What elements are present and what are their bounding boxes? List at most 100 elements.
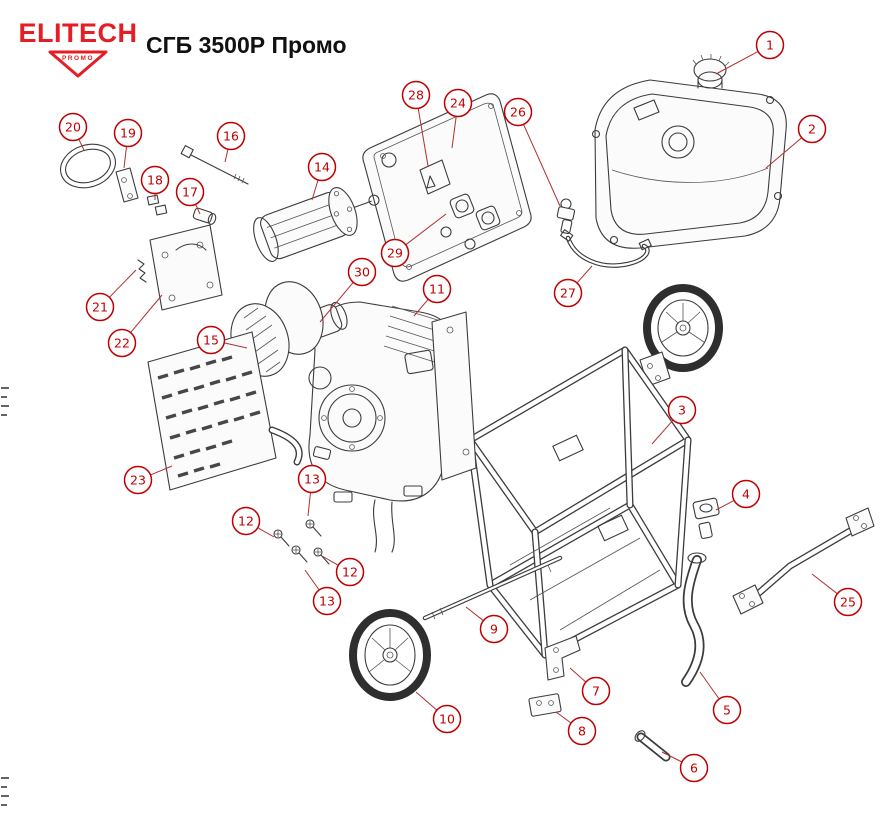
callout-number: 13 bbox=[319, 594, 335, 609]
callout-8: 8 bbox=[555, 711, 597, 746]
callout-number: 29 bbox=[387, 246, 403, 261]
callout-leader-line bbox=[78, 138, 85, 151]
brand-logo: ELITECH PROMO bbox=[19, 20, 137, 79]
callout-leader-line bbox=[569, 667, 587, 683]
callout-leader-line bbox=[661, 751, 683, 763]
small-part-19-drawing bbox=[115, 167, 139, 203]
callout-11: 11 bbox=[413, 274, 452, 317]
callout-leader-line bbox=[651, 419, 674, 445]
callout-circle bbox=[216, 121, 246, 151]
callout-leader-line bbox=[523, 124, 561, 207]
callout-1: 1 bbox=[715, 30, 785, 75]
callout-number: 28 bbox=[408, 88, 424, 103]
callout-14: 14 bbox=[307, 152, 337, 201]
callout-circle bbox=[567, 716, 597, 746]
page-title: СГБ 3500Р Промо bbox=[146, 32, 347, 58]
callout-circle bbox=[679, 753, 709, 783]
callout-number: 15 bbox=[203, 333, 219, 348]
callout-12: 12 bbox=[321, 555, 365, 587]
callout-circle bbox=[712, 695, 742, 725]
pipe-tip-drawing bbox=[634, 730, 671, 762]
exhaust-pipe-drawing bbox=[681, 552, 707, 687]
callout-number: 13 bbox=[304, 472, 320, 487]
callout-number: 17 bbox=[182, 185, 198, 200]
callout-22: 22 bbox=[107, 294, 163, 358]
callout-number: 21 bbox=[92, 300, 108, 315]
wheel-bottom-drawing bbox=[349, 609, 431, 701]
callout-26: 26 bbox=[503, 97, 561, 207]
callout-circle bbox=[231, 506, 261, 536]
callout-circle bbox=[307, 152, 337, 182]
callout-10: 10 bbox=[415, 691, 462, 734]
callout-circle bbox=[553, 278, 583, 308]
callout-24: 24 bbox=[443, 88, 473, 149]
callout-leader-line bbox=[321, 555, 339, 566]
callout-circle bbox=[347, 257, 377, 287]
callout-circle bbox=[432, 704, 462, 734]
stator-drawing bbox=[253, 187, 380, 262]
callout-circle bbox=[443, 88, 473, 118]
callout-number: 2 bbox=[808, 122, 816, 137]
brand-triangle-icon: PROMO bbox=[48, 50, 108, 78]
callout-leader-line bbox=[304, 569, 320, 591]
callout-circle bbox=[297, 464, 327, 494]
callout-number: 20 bbox=[65, 120, 81, 135]
callout-circle bbox=[85, 292, 115, 322]
callout-circle bbox=[833, 587, 863, 617]
callout-number: 12 bbox=[342, 565, 358, 580]
callout-number: 27 bbox=[560, 286, 576, 301]
callout-21: 21 bbox=[85, 269, 137, 322]
brand-sub-label: PROMO bbox=[62, 55, 94, 62]
callout-circle bbox=[581, 676, 611, 706]
callout-leader-line bbox=[417, 108, 429, 167]
bracket-assembly-drawing bbox=[137, 224, 223, 311]
callout-leader-line bbox=[765, 137, 803, 169]
callout-3: 3 bbox=[651, 395, 697, 445]
callout-number: 23 bbox=[130, 473, 146, 488]
callout-2: 2 bbox=[765, 114, 827, 169]
callout-leader-line bbox=[311, 179, 319, 201]
callout-leader-line bbox=[576, 265, 593, 284]
callout-13: 13 bbox=[297, 464, 327, 517]
callout-circle bbox=[401, 80, 431, 110]
callout-number: 8 bbox=[578, 724, 586, 739]
callout-6: 6 bbox=[661, 751, 709, 783]
axle-drawing bbox=[422, 555, 563, 621]
hardware-screws-drawing bbox=[273, 519, 330, 565]
callout-leader-line bbox=[811, 573, 838, 595]
callout-circle bbox=[667, 395, 697, 425]
callout-29: 29 bbox=[380, 213, 447, 268]
callout-9: 9 bbox=[465, 606, 509, 644]
band-drawing bbox=[60, 143, 116, 189]
callout-circle bbox=[503, 97, 533, 127]
callout-layer: 1234567891011121312131415161718192021222… bbox=[58, 30, 863, 783]
callout-leader-line bbox=[699, 671, 720, 700]
callout-16: 16 bbox=[216, 121, 246, 163]
callout-12: 12 bbox=[231, 506, 275, 538]
callout-19: 19 bbox=[113, 118, 143, 169]
callout-number: 6 bbox=[690, 761, 698, 776]
callout-leader-line bbox=[224, 149, 229, 163]
callout-15: 15 bbox=[196, 325, 248, 355]
callout-leader-line bbox=[195, 204, 201, 215]
engine-drawing bbox=[308, 301, 477, 553]
callout-circle bbox=[422, 274, 452, 304]
callout-circle bbox=[123, 465, 153, 495]
handle-drawing bbox=[732, 507, 875, 615]
callout-circle bbox=[755, 30, 785, 60]
callout-number: 1 bbox=[766, 38, 774, 53]
small-part-17-drawing bbox=[192, 207, 217, 225]
callout-number: 30 bbox=[354, 265, 370, 280]
callout-circle bbox=[175, 177, 205, 207]
clamp-drawing bbox=[692, 497, 720, 540]
callout-circle bbox=[797, 114, 827, 144]
callout-circle bbox=[479, 614, 509, 644]
frame-drawing bbox=[466, 346, 692, 659]
callout-circle bbox=[113, 118, 143, 148]
callout-18: 18 bbox=[140, 165, 170, 200]
callout-leader-line bbox=[150, 465, 173, 476]
callout-number: 4 bbox=[742, 487, 750, 502]
callout-5: 5 bbox=[699, 671, 742, 725]
